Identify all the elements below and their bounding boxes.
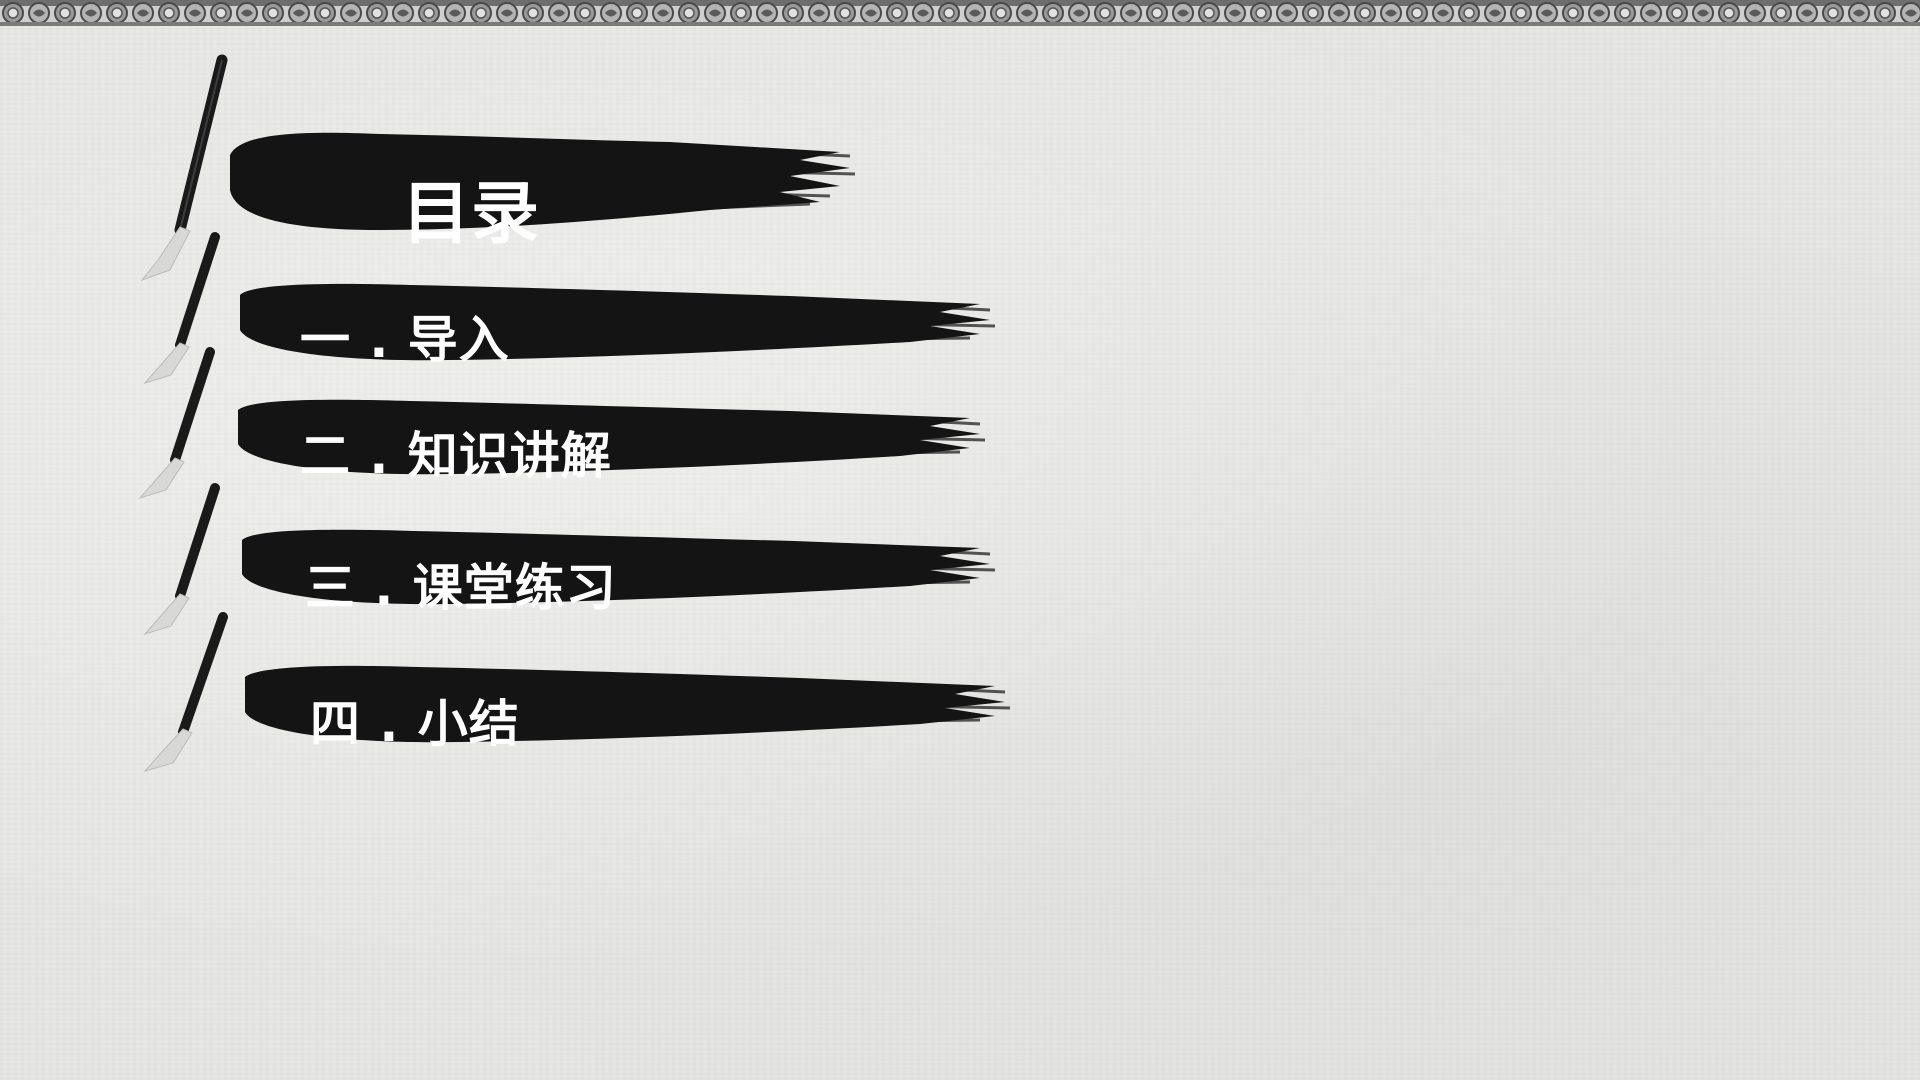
calligraphy-brush-icon [143, 483, 220, 635]
calligraphy-brush-icon [143, 612, 228, 772]
menu-item-4[interactable]: 四 . 小结 [143, 612, 1020, 772]
calligraphy-brush-icon [143, 232, 220, 384]
menu-item-label: 一 . 导入 [300, 311, 510, 369]
menu-item-label: 三 . 课堂练习 [305, 559, 617, 617]
menu-item-label: 四 . 小结 [310, 695, 520, 753]
menu-item-3[interactable]: 三 . 课堂练习 [143, 478, 1010, 635]
menu-item-label: 二 . 知识讲解 [300, 427, 612, 485]
menu-title: 目录 [140, 54, 870, 282]
ink-brush-stroke [242, 529, 996, 605]
page-title: 目录 [402, 175, 541, 254]
menu-item-1[interactable]: 一 . 导入 [143, 230, 1010, 384]
ink-brush-stroke [230, 132, 856, 230]
ink-brush-stroke [238, 399, 986, 475]
ink-brush-stroke [240, 283, 996, 361]
calligraphy-brush-icon [140, 54, 228, 282]
ink-brush-stroke [245, 665, 1011, 743]
menu-item-2[interactable]: 二 . 知识讲解 [138, 347, 1010, 499]
roof-tile-border [0, 0, 1920, 26]
calligraphy-brush-icon [138, 347, 215, 499]
